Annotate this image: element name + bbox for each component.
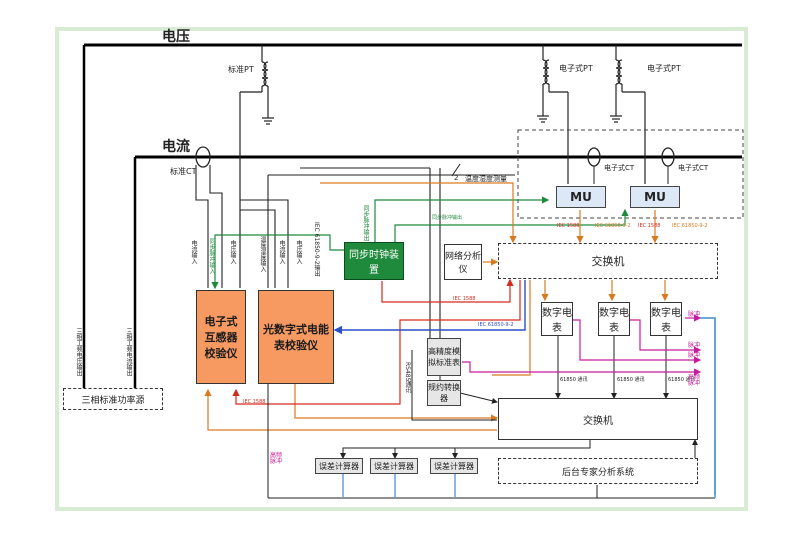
label-pulse-2: 脉冲 <box>688 342 701 349</box>
electronic-transformer-area <box>517 129 744 219</box>
electronic-pt-1 <box>537 45 569 184</box>
merging-unit-2: MU <box>630 186 680 208</box>
voltage-label: 电压 <box>162 29 190 45</box>
protocol-converter: 规约转换器 <box>427 380 461 406</box>
label-sync-pulse-out-2: 同步脉冲输出 <box>362 205 369 241</box>
label-three-phase-current-output: 三相工频电流输出 <box>125 328 132 376</box>
standard-ct-label: 标准CT <box>170 167 197 176</box>
standard-pt-label: 标准PT <box>228 65 254 74</box>
temp-humidity-label: 温度湿度测量 <box>465 175 507 183</box>
label-voltage-input: 电压输入 <box>229 240 236 264</box>
digital-meter-2: 数字电表 <box>598 302 630 336</box>
electronic-pt-2-label: 电子式PT <box>647 64 681 73</box>
digital-meter-1: 数字电表 <box>541 302 573 336</box>
label-iec61850-b: IEC 61850-9-2 <box>672 223 708 229</box>
digital-meter-3: 数字电表 <box>650 302 682 336</box>
label-sync-pulse-input: 同步脉冲输入 <box>208 238 215 274</box>
wire-count-label: 2 <box>454 174 459 182</box>
label-iec1588-left: IEC 1588 <box>243 399 266 405</box>
label-iec1588-b: IEC 1588 <box>638 223 661 229</box>
electronic-transformer-tester: 电子式互感器校验仪 <box>196 290 246 384</box>
label-iec1588-a: IEC 1588 <box>557 223 580 229</box>
sync-green-1 <box>211 234 345 290</box>
current-label: 电流 <box>162 139 190 155</box>
label-hf-pulse: 高频 脉冲 <box>688 374 701 387</box>
backend-analysis-system: 后台专家分析系统 <box>498 458 698 484</box>
switch-bottom: 交换机 <box>498 398 698 440</box>
standard-ct <box>195 146 211 168</box>
high-precision-analog-meter: 高精度模拟标准表 <box>427 338 461 376</box>
three-phase-power-source: 三相标准功率源 <box>63 388 163 410</box>
standard-pt <box>239 45 274 288</box>
label-iec61850-blue: IEC 61850-9-2 <box>478 322 514 328</box>
label-iec61850-input: IEC 61850-9-2输出 <box>313 222 320 277</box>
electronic-pt-1-label: 电子式PT <box>559 64 593 73</box>
label-comm-1: 61850 通讯 <box>560 377 588 383</box>
label-temp-humid-input: 温度湿度输入 <box>259 236 266 272</box>
network-analyzer: 网络分析仪 <box>444 244 482 280</box>
sync-clock-device: 同步时钟装置 <box>344 242 404 280</box>
merging-unit-1: MU <box>556 186 606 208</box>
error-calculator-3: 误差计算器 <box>430 458 478 474</box>
electronic-ct-1-label: 电子式CT <box>604 164 635 172</box>
switch-top: 交换机 <box>498 243 718 279</box>
optical-digital-energy-meter-tester: 光数字式电能表校验仪 <box>258 290 334 384</box>
label-sync-pulse-out: 同步脉冲输出 <box>432 215 463 221</box>
label-three-phase-voltage-output: 三相工频电压输出 <box>75 328 82 376</box>
label-pulse-1: 脉冲 <box>688 311 701 318</box>
label-rs485-comm: RS485通讯 <box>404 362 411 394</box>
label-hf-pulse-left: 高频 脉冲 <box>270 452 283 465</box>
label-voltage-input-2: 电压输入 <box>295 240 302 264</box>
label-current-input-2: 电流输入 <box>278 240 285 264</box>
label-comm-3: 61850 通讯 <box>668 377 696 383</box>
label-iec61850-a: IEC 61850-9-2 <box>595 223 631 229</box>
electronic-ct-2-label: 电子式CT <box>678 164 709 172</box>
label-current-input: 电流输入 <box>190 240 197 264</box>
electronic-pt-2 <box>610 45 646 184</box>
label-iec1588-main: IEC 1588 <box>453 296 476 302</box>
label-comm-2: 61850 通讯 <box>617 377 645 383</box>
error-calculator-2: 误差计算器 <box>370 458 418 474</box>
label-pulse-3: 脉冲 <box>688 352 701 359</box>
error-calculator-1: 误差计算器 <box>315 458 363 474</box>
